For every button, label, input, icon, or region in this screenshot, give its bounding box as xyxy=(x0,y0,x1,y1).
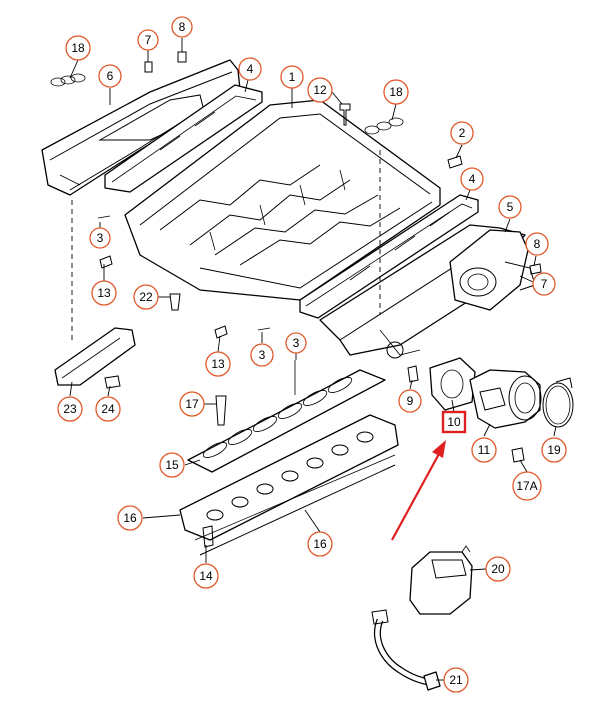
part-23-bracket xyxy=(54,327,136,386)
svg-text:18: 18 xyxy=(71,41,85,55)
svg-text:14: 14 xyxy=(199,569,213,583)
svg-text:12: 12 xyxy=(313,83,327,97)
callout-22: 22 xyxy=(133,284,159,310)
callout-19: 19 xyxy=(541,437,567,463)
part-19-hose-clamp xyxy=(542,377,574,428)
part-21-hose xyxy=(371,609,441,691)
svg-text:8: 8 xyxy=(534,237,541,251)
svg-text:13: 13 xyxy=(211,357,225,371)
callout-11: 11 xyxy=(471,437,497,463)
part-16-lower-manifold xyxy=(179,414,399,556)
callout-17: 17 xyxy=(179,391,205,417)
svg-text:21: 21 xyxy=(449,673,463,687)
fasteners xyxy=(50,51,542,548)
callout-6: 6 xyxy=(98,64,122,88)
highlight-arrow xyxy=(391,440,446,541)
svg-text:1: 1 xyxy=(289,70,296,84)
callout-3: 3 xyxy=(285,332,307,354)
callout-23: 23 xyxy=(57,396,83,422)
svg-text:4: 4 xyxy=(469,172,476,186)
svg-text:8: 8 xyxy=(179,20,186,34)
svg-text:24: 24 xyxy=(101,402,115,416)
callout-3: 3 xyxy=(250,343,274,367)
svg-text:3: 3 xyxy=(97,231,104,245)
part-10-gasket xyxy=(429,357,476,411)
callout-8: 8 xyxy=(525,232,549,256)
svg-text:3: 3 xyxy=(259,348,266,362)
callout-13: 13 xyxy=(205,351,231,377)
part-11-throttle-body xyxy=(469,369,542,429)
svg-text:17: 17 xyxy=(185,397,199,411)
callout-18: 18 xyxy=(65,35,91,61)
part-1-upper-plenum xyxy=(124,99,441,301)
svg-text:17A: 17A xyxy=(516,479,537,493)
callout-5: 5 xyxy=(498,195,522,219)
callout-4: 4 xyxy=(238,57,262,81)
part-5-adapter-housing xyxy=(449,229,536,311)
svg-text:7: 7 xyxy=(541,277,548,291)
svg-text:2: 2 xyxy=(459,126,466,140)
svg-text:5: 5 xyxy=(507,200,514,214)
callout-18: 18 xyxy=(383,79,409,105)
svg-text:15: 15 xyxy=(165,458,179,472)
callout-2: 2 xyxy=(450,121,474,145)
callout-3: 3 xyxy=(89,227,111,249)
svg-text:16: 16 xyxy=(313,537,327,551)
callout-13: 13 xyxy=(91,280,117,306)
callout-21: 21 xyxy=(443,667,469,693)
svg-text:6: 6 xyxy=(107,69,114,83)
callout-15: 15 xyxy=(159,452,185,478)
svg-text:22: 22 xyxy=(139,290,153,304)
callout-14: 14 xyxy=(193,563,219,589)
svg-text:20: 20 xyxy=(491,562,505,576)
part-4-gasket-right xyxy=(299,194,479,319)
callout-16: 16 xyxy=(307,531,333,557)
callout-8: 8 xyxy=(171,16,193,38)
svg-text:3: 3 xyxy=(293,336,300,350)
svg-text:23: 23 xyxy=(63,402,77,416)
callout-20: 20 xyxy=(485,556,511,582)
callout-24: 24 xyxy=(95,396,121,422)
part-6-left-cover xyxy=(41,59,241,196)
callout-7: 7 xyxy=(532,272,556,296)
callout-7: 7 xyxy=(137,29,159,51)
callout-9: 9 xyxy=(398,389,422,413)
alignment-lines xyxy=(71,150,381,340)
callout-4: 4 xyxy=(460,167,484,191)
svg-text:11: 11 xyxy=(478,443,491,457)
callout-labels: 18 7 8 6 4 1 12 18 2 4 5 8 7 3 13 22 3 3… xyxy=(57,16,567,693)
part-15-intake-gasket xyxy=(187,369,386,473)
highlighted-part-10-label: 10 xyxy=(441,410,467,434)
callout-1: 1 xyxy=(280,65,304,89)
svg-text:7: 7 xyxy=(145,33,152,47)
svg-text:10: 10 xyxy=(447,415,461,429)
svg-text:9: 9 xyxy=(407,394,414,408)
callout-12: 12 xyxy=(307,77,333,103)
part-4-gasket-left xyxy=(104,84,263,193)
svg-text:13: 13 xyxy=(97,286,111,300)
svg-text:19: 19 xyxy=(547,443,561,457)
callout-16: 16 xyxy=(117,505,143,531)
part-20-valve xyxy=(409,545,473,615)
leader-lines xyxy=(69,38,557,681)
svg-text:16: 16 xyxy=(123,511,137,525)
callout-17A: 17A xyxy=(512,471,542,501)
svg-text:4: 4 xyxy=(247,62,254,76)
svg-text:18: 18 xyxy=(389,85,403,99)
